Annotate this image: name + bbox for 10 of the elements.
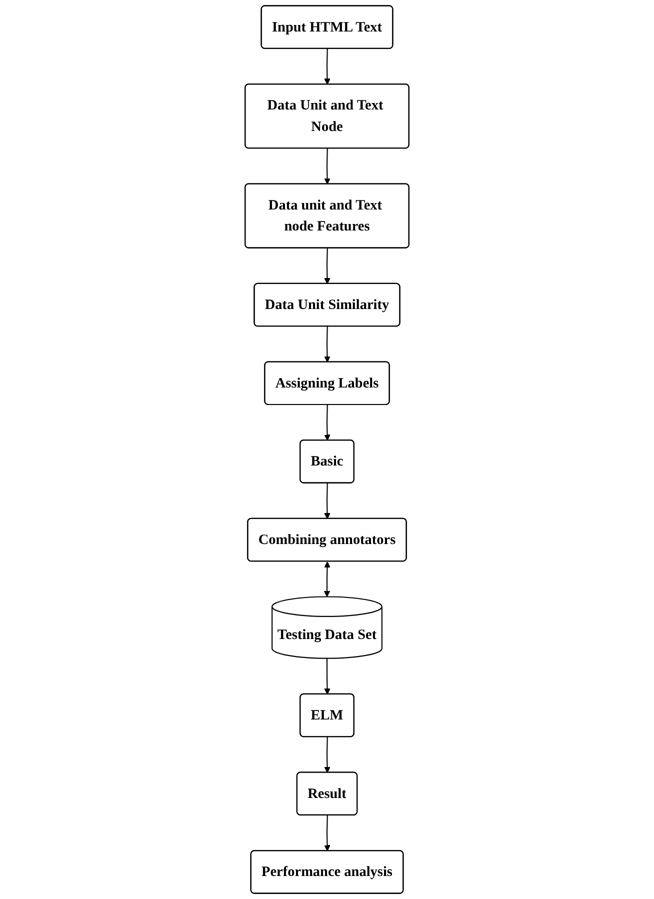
- arrow: [324, 815, 330, 852]
- arrow: [324, 562, 330, 598]
- arrow: [324, 326, 330, 362]
- arrow: [324, 483, 330, 520]
- arrow: [324, 404, 330, 441]
- arrow: [324, 148, 330, 184]
- arrow: [324, 48, 330, 85]
- arrow: [324, 736, 330, 773]
- arrow: [324, 248, 330, 284]
- arrow: [324, 658, 330, 695]
